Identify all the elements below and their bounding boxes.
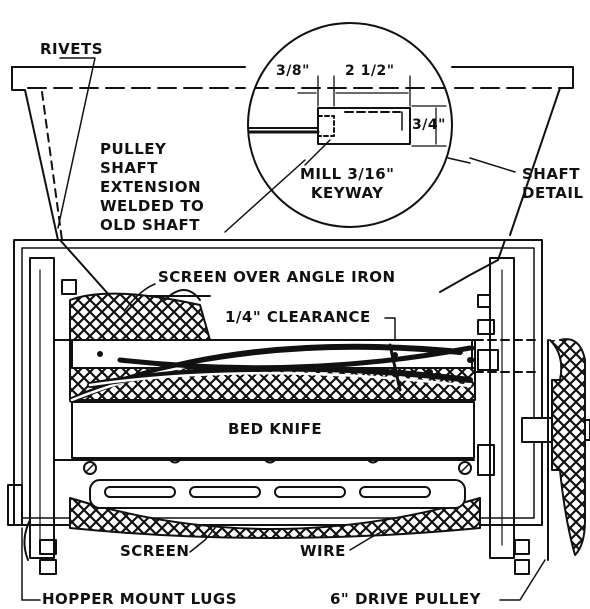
dimension-three-eighths: 3/8" [276,63,310,79]
mount-lugs [7,484,530,575]
clearance-label: 1/4" CLEARANCE [225,308,371,326]
bed-knife [71,401,475,475]
upper-screen [69,289,211,341]
lower-screen [69,479,481,539]
reel-cylinder [69,339,541,403]
shaft-detail-label: SHAFT DETAIL [522,165,584,203]
rivets-label: RIVETS [40,40,104,58]
drive-pulley [521,338,590,561]
pulley-shaft-extension-label: PULLEY SHAFT EXTENSION WELDED TO OLD SHA… [100,140,204,235]
screen-label: SCREEN [120,542,190,560]
hopper-outline [11,66,574,297]
leader-lines [21,57,546,601]
dimension-two-and-half: 2 1/2" [345,63,395,79]
drive-pulley-label: 6" DRIVE PULLEY [330,590,482,608]
pulley-shaft-line-1: PULLEY [100,140,167,158]
wire-label: WIRE [300,542,346,560]
mill-keyway-line-2: KEYWAY [310,184,384,202]
shaft-detail [247,22,453,228]
hopper-mount-lugs-label: HOPPER MOUNT LUGS [42,590,237,608]
pulley-shaft-line-3: EXTENSION [100,178,202,196]
pulley-shaft-line-4: WELDED TO [100,197,205,215]
shaft-detail-line-1: SHAFT [522,165,580,183]
frame [13,239,543,559]
bed-knife-label: BED KNIFE [228,420,323,438]
mill-keyway-label: MILL 3/16" KEYWAY [300,165,394,203]
shaft-detail-line-2: DETAIL [522,184,584,202]
mill-keyway-line-1: MILL 3/16" [300,165,395,183]
dimension-three-quarters: 3/4" [412,117,446,133]
screen-over-angle-iron-label: SCREEN OVER ANGLE IRON [158,268,396,286]
pulley-shaft-line-2: SHAFT [100,159,158,177]
pulley-shaft-line-5: OLD SHAFT [100,216,200,234]
